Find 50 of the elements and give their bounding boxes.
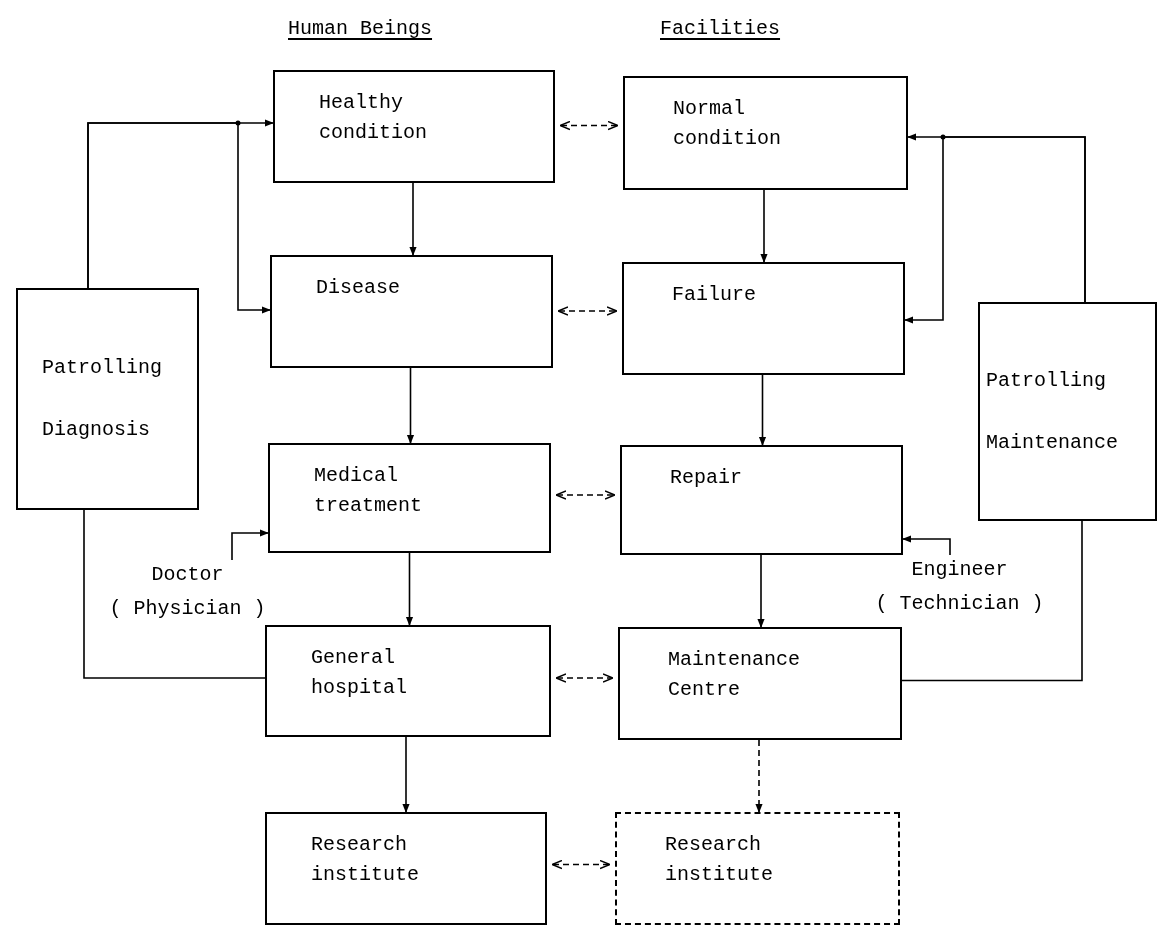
box-label: Normal condition (673, 96, 783, 152)
box-label: Research institute (311, 832, 421, 888)
arrow (757, 554, 765, 628)
column-heading: Human Beings (288, 16, 433, 42)
connector-line (901, 520, 1083, 682)
process-box (265, 625, 551, 737)
box-label: Maintenance (986, 429, 1120, 456)
process-box (618, 627, 902, 740)
column-heading: Facilities (660, 16, 781, 42)
process-box (622, 262, 905, 375)
box-label: Maintenance Centre (668, 647, 802, 703)
box-label: General hospital (311, 645, 408, 701)
process-box (620, 445, 903, 555)
box-label: Disease (316, 275, 401, 301)
connector-line (83, 509, 266, 679)
role-label: ( Technician ) (875, 591, 1044, 617)
arrow (405, 552, 414, 626)
arrow (557, 306, 618, 316)
arrow (559, 120, 619, 131)
role-label: Doctor (151, 562, 224, 588)
arrow (555, 490, 616, 500)
process-box (270, 255, 553, 368)
box-label: Patrolling (42, 355, 164, 381)
arrow (231, 529, 269, 561)
box-label: Repair (670, 465, 743, 491)
box-label: Healthy condition (319, 90, 429, 146)
arrow (402, 736, 410, 813)
box-label: Failure (672, 282, 757, 308)
box-label: Diagnosis (42, 417, 152, 443)
arrow (409, 182, 417, 256)
role-label: ( Physician ) (109, 596, 266, 622)
arrow (551, 859, 611, 870)
process-box (265, 812, 547, 925)
arrow (902, 535, 951, 556)
arrow (406, 367, 415, 444)
process-box (623, 76, 908, 190)
arrow (758, 374, 767, 446)
process-box (615, 812, 900, 925)
arrow (87, 122, 271, 314)
box-label: Medical treatment (314, 463, 424, 519)
process-box (268, 443, 551, 553)
box-label: Patrolling (986, 367, 1108, 394)
arrow (555, 673, 614, 683)
process-box (978, 302, 1157, 521)
process-box (16, 288, 199, 510)
box-label: Research institute (665, 832, 775, 888)
arrow (755, 739, 763, 813)
arrow (760, 189, 768, 263)
process-box (273, 70, 555, 183)
role-label: Engineer (911, 557, 1008, 583)
